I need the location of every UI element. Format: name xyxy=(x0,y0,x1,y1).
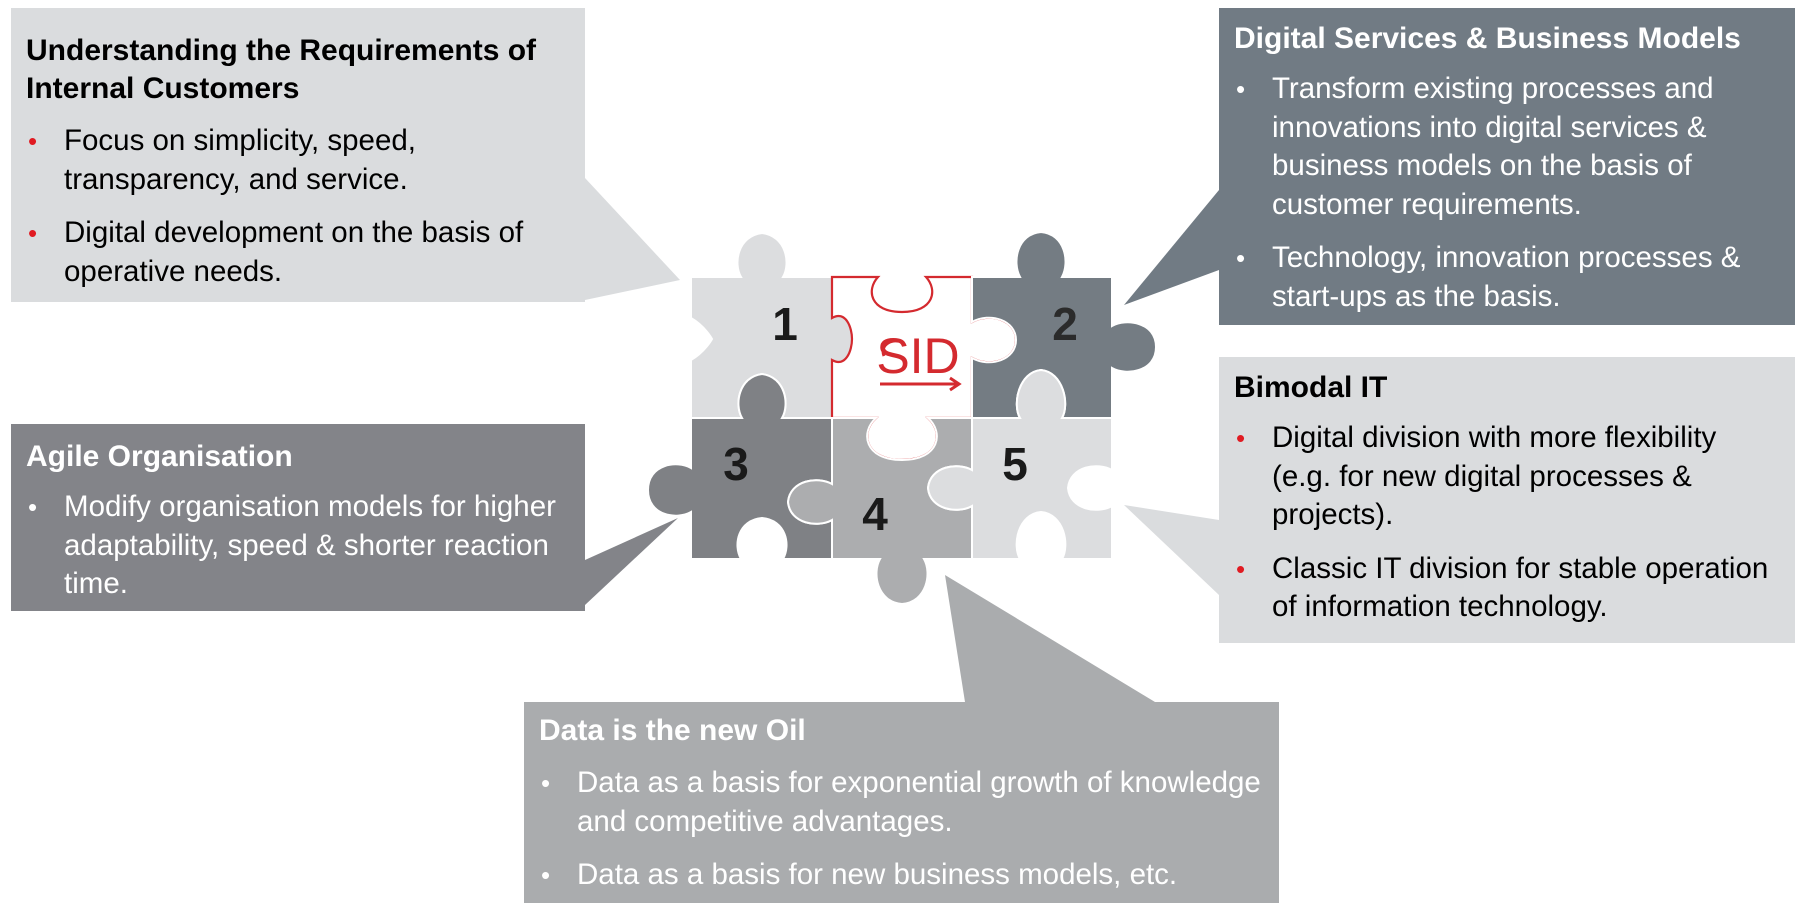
bullet-icon: • xyxy=(1236,553,1246,584)
bullet-icon: • xyxy=(1236,243,1246,273)
puzzle xyxy=(646,230,1158,606)
callout-agile-list: •Modify organisation models for higher a… xyxy=(26,488,570,604)
sid-logo-text: SID xyxy=(876,328,959,384)
list-item: •Digital development on the basis of ope… xyxy=(28,216,524,288)
callout-agile: Agile Organisation •Modify organisation … xyxy=(11,424,585,611)
callout-agile-title: Agile Organisation xyxy=(26,440,293,473)
callout-digital-services-list: •Transform existing processes and innova… xyxy=(1234,70,1780,316)
callout-bimodal-title: Bimodal IT xyxy=(1234,371,1388,404)
puzzle-number-4: 4 xyxy=(862,488,888,540)
puzzle-number-1: 1 xyxy=(772,298,798,350)
bullet-icon: • xyxy=(1236,423,1246,453)
callout-understanding-title: Understanding the Requirements of Intern… xyxy=(26,34,537,105)
callout-understanding-list: •Focus on simplicity, speed, transparenc… xyxy=(26,122,570,291)
list-item: •Modify organisation models for higher a… xyxy=(28,490,556,600)
pointer-understanding xyxy=(585,178,680,300)
callout-data: Data is the new Oil •Data as a basis for… xyxy=(524,702,1279,903)
pointer-bimodal xyxy=(1124,505,1219,595)
list-item: •Data as a basis for new business models… xyxy=(539,856,1264,895)
list-item: •Transform existing processes and innova… xyxy=(1236,72,1714,221)
list-item: •Classic IT division for stable operatio… xyxy=(1236,551,1769,624)
bullet-icon: • xyxy=(1236,74,1246,104)
list-item: •Data as a basis for exponential growth … xyxy=(541,766,1261,838)
bullet-icon: • xyxy=(541,860,551,890)
pointer-agile xyxy=(585,518,678,605)
puzzle-piece-5 xyxy=(926,368,1113,560)
callout-digital-services-title: Digital Services & Business Models xyxy=(1234,22,1741,55)
puzzle-number-2: 2 xyxy=(1052,298,1078,350)
callout-data-title: Data is the new Oil xyxy=(539,714,806,747)
callout-bimodal-list: •Digital division with more flexibility … xyxy=(1234,419,1780,627)
bullet-icon: • xyxy=(28,492,38,522)
sid-logo-arrow xyxy=(880,376,962,392)
pointer-digital-services xyxy=(1124,190,1219,305)
callout-bimodal: Bimodal IT •Digital division with more f… xyxy=(1219,357,1795,643)
pointer-data xyxy=(945,575,1155,702)
list-item: •Technology, innovation processes & star… xyxy=(1236,241,1741,313)
callout-digital-services: Digital Services & Business Models •Tran… xyxy=(1219,8,1795,325)
list-item: •Focus on simplicity, speed, transparenc… xyxy=(28,124,416,196)
bullet-icon: • xyxy=(28,126,38,156)
sid-logo: SID xyxy=(876,328,962,392)
callout-data-list: •Data as a basis for exponential growth … xyxy=(539,764,1264,895)
bullet-icon: • xyxy=(541,768,551,798)
callout-understanding: Understanding the Requirements of Intern… xyxy=(11,8,585,302)
bullet-icon: • xyxy=(28,218,38,248)
puzzle-number-5: 5 xyxy=(1002,438,1028,490)
puzzle-number-3: 3 xyxy=(723,438,749,490)
sid-logo-swirl xyxy=(881,339,903,357)
list-item: •Digital division with more flexibility … xyxy=(1236,421,1717,531)
